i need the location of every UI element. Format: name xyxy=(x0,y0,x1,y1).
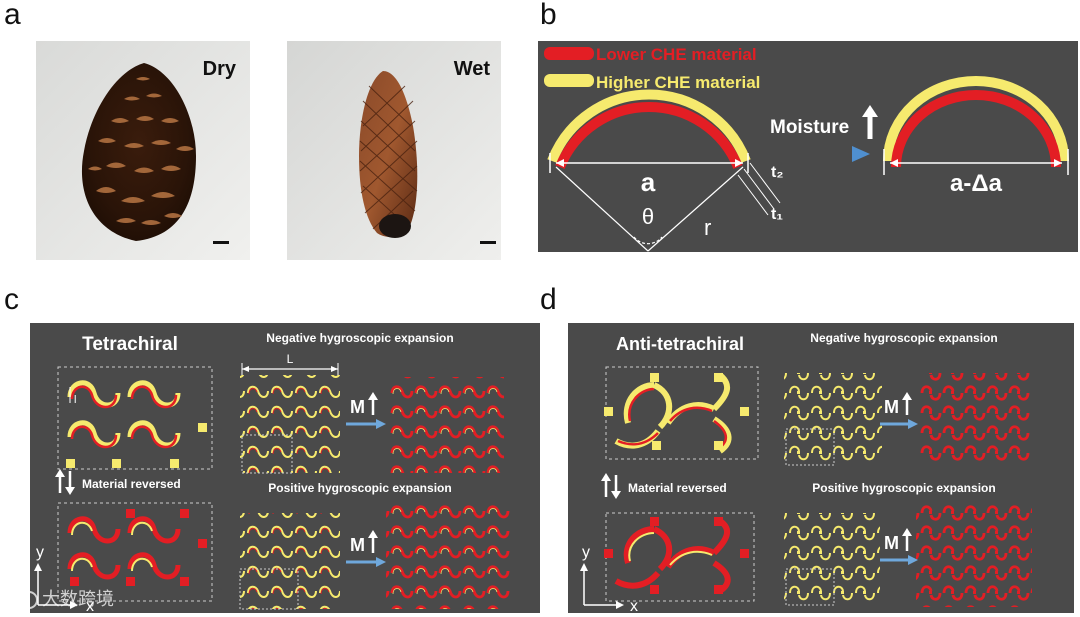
a-label: a xyxy=(641,167,656,197)
panel-b-diagram: Lower CHE material Higher CHE material a… xyxy=(538,41,1078,252)
positive-expansion-label-c: Positive hygroscopic expansion xyxy=(268,481,451,495)
lattice-negative-final-d xyxy=(920,373,1030,465)
legend-lower-label: Lower CHE material xyxy=(596,45,757,64)
lattice-negative-initial-d xyxy=(784,373,882,465)
dry-label: Dry xyxy=(203,58,237,80)
material-reversed-arrows-d xyxy=(601,473,621,499)
watermark-label: 大数跨境 xyxy=(42,589,114,610)
lattice-positive-final-d xyxy=(916,503,1032,607)
anti-tetrachiral-cell-bottom xyxy=(604,517,749,594)
watermark-text: 大数跨境 xyxy=(20,585,114,611)
M-label-top-c: M xyxy=(350,397,365,417)
panel-label-c: c xyxy=(4,283,19,316)
negative-expansion-label-c: Negative hygroscopic expansion xyxy=(266,331,453,345)
tetrachiral-title: Tetrachiral xyxy=(82,334,178,355)
material-reversed-arrows-c xyxy=(55,469,75,495)
x-axis-label-c: x xyxy=(86,598,94,613)
M-label-bottom-d: M xyxy=(884,533,899,553)
legend-higher-label: Higher CHE material xyxy=(596,73,760,92)
lattice-positive-final-c xyxy=(386,501,510,609)
lattice-negative-initial-c xyxy=(240,375,340,473)
left-arc-higher-layer xyxy=(547,89,751,163)
M-label-bottom-c: M xyxy=(350,535,365,555)
theta-label: θ xyxy=(642,204,654,229)
panel-label-a: a xyxy=(4,0,21,31)
y-axis-label-d: y xyxy=(582,544,590,561)
xy-axes-c xyxy=(34,563,78,609)
watermark-icon xyxy=(20,591,38,609)
xy-axes-d xyxy=(580,563,624,609)
panel-label-b: b xyxy=(540,0,557,31)
anti-tetrachiral-cell-top xyxy=(604,372,749,454)
x-axis-label-d: x xyxy=(630,598,638,613)
anti-tetrachiral-title: Anti-tetrachiral xyxy=(616,334,744,354)
lattice-positive-initial-c xyxy=(240,513,340,609)
legend-lower-swatch xyxy=(544,47,594,60)
t1-label: t₁ xyxy=(771,206,783,223)
positive-expansion-label-d: Positive hygroscopic expansion xyxy=(812,481,995,495)
t2-label: t₂ xyxy=(771,164,783,181)
a-delta-label: a-Δa xyxy=(950,170,1003,197)
wet-label: Wet xyxy=(454,58,491,80)
y-axis-label-c: y xyxy=(36,544,44,561)
wet-pinecone-photo: Wet xyxy=(287,41,501,260)
r-label: r xyxy=(704,215,711,240)
lattice-positive-initial-d xyxy=(784,513,880,605)
right-arc-lower-layer xyxy=(891,90,1061,168)
lattice-negative-final-c xyxy=(390,377,504,473)
panel-c-diagram: Tetrachiral Negative hygroscopic expansi… xyxy=(30,323,540,613)
anti-unit-cell-box-top xyxy=(605,366,759,460)
material-reversed-label-c: Material reversed xyxy=(82,477,181,491)
tetrachiral-cell-top xyxy=(66,383,207,468)
dry-pinecone-photo: Dry xyxy=(36,41,250,260)
l-label: l xyxy=(74,394,76,406)
left-arc-lower-layer xyxy=(555,101,743,169)
tetrachiral-cell-bottom xyxy=(67,509,207,586)
panel-label-d: d xyxy=(540,283,557,316)
panel-d-diagram: Anti-tetrachiral Negative hygroscopic ex… xyxy=(568,323,1074,613)
unit-cell-box-top xyxy=(57,366,213,470)
legend-higher-swatch xyxy=(544,74,594,87)
material-reversed-label-d: Material reversed xyxy=(628,481,727,495)
right-arc-higher-layer xyxy=(883,76,1069,162)
L-label: L xyxy=(287,352,294,366)
moisture-label: Moisture xyxy=(770,117,849,138)
M-label-top-d: M xyxy=(884,397,899,417)
negative-expansion-label-d: Negative hygroscopic expansion xyxy=(810,331,997,345)
